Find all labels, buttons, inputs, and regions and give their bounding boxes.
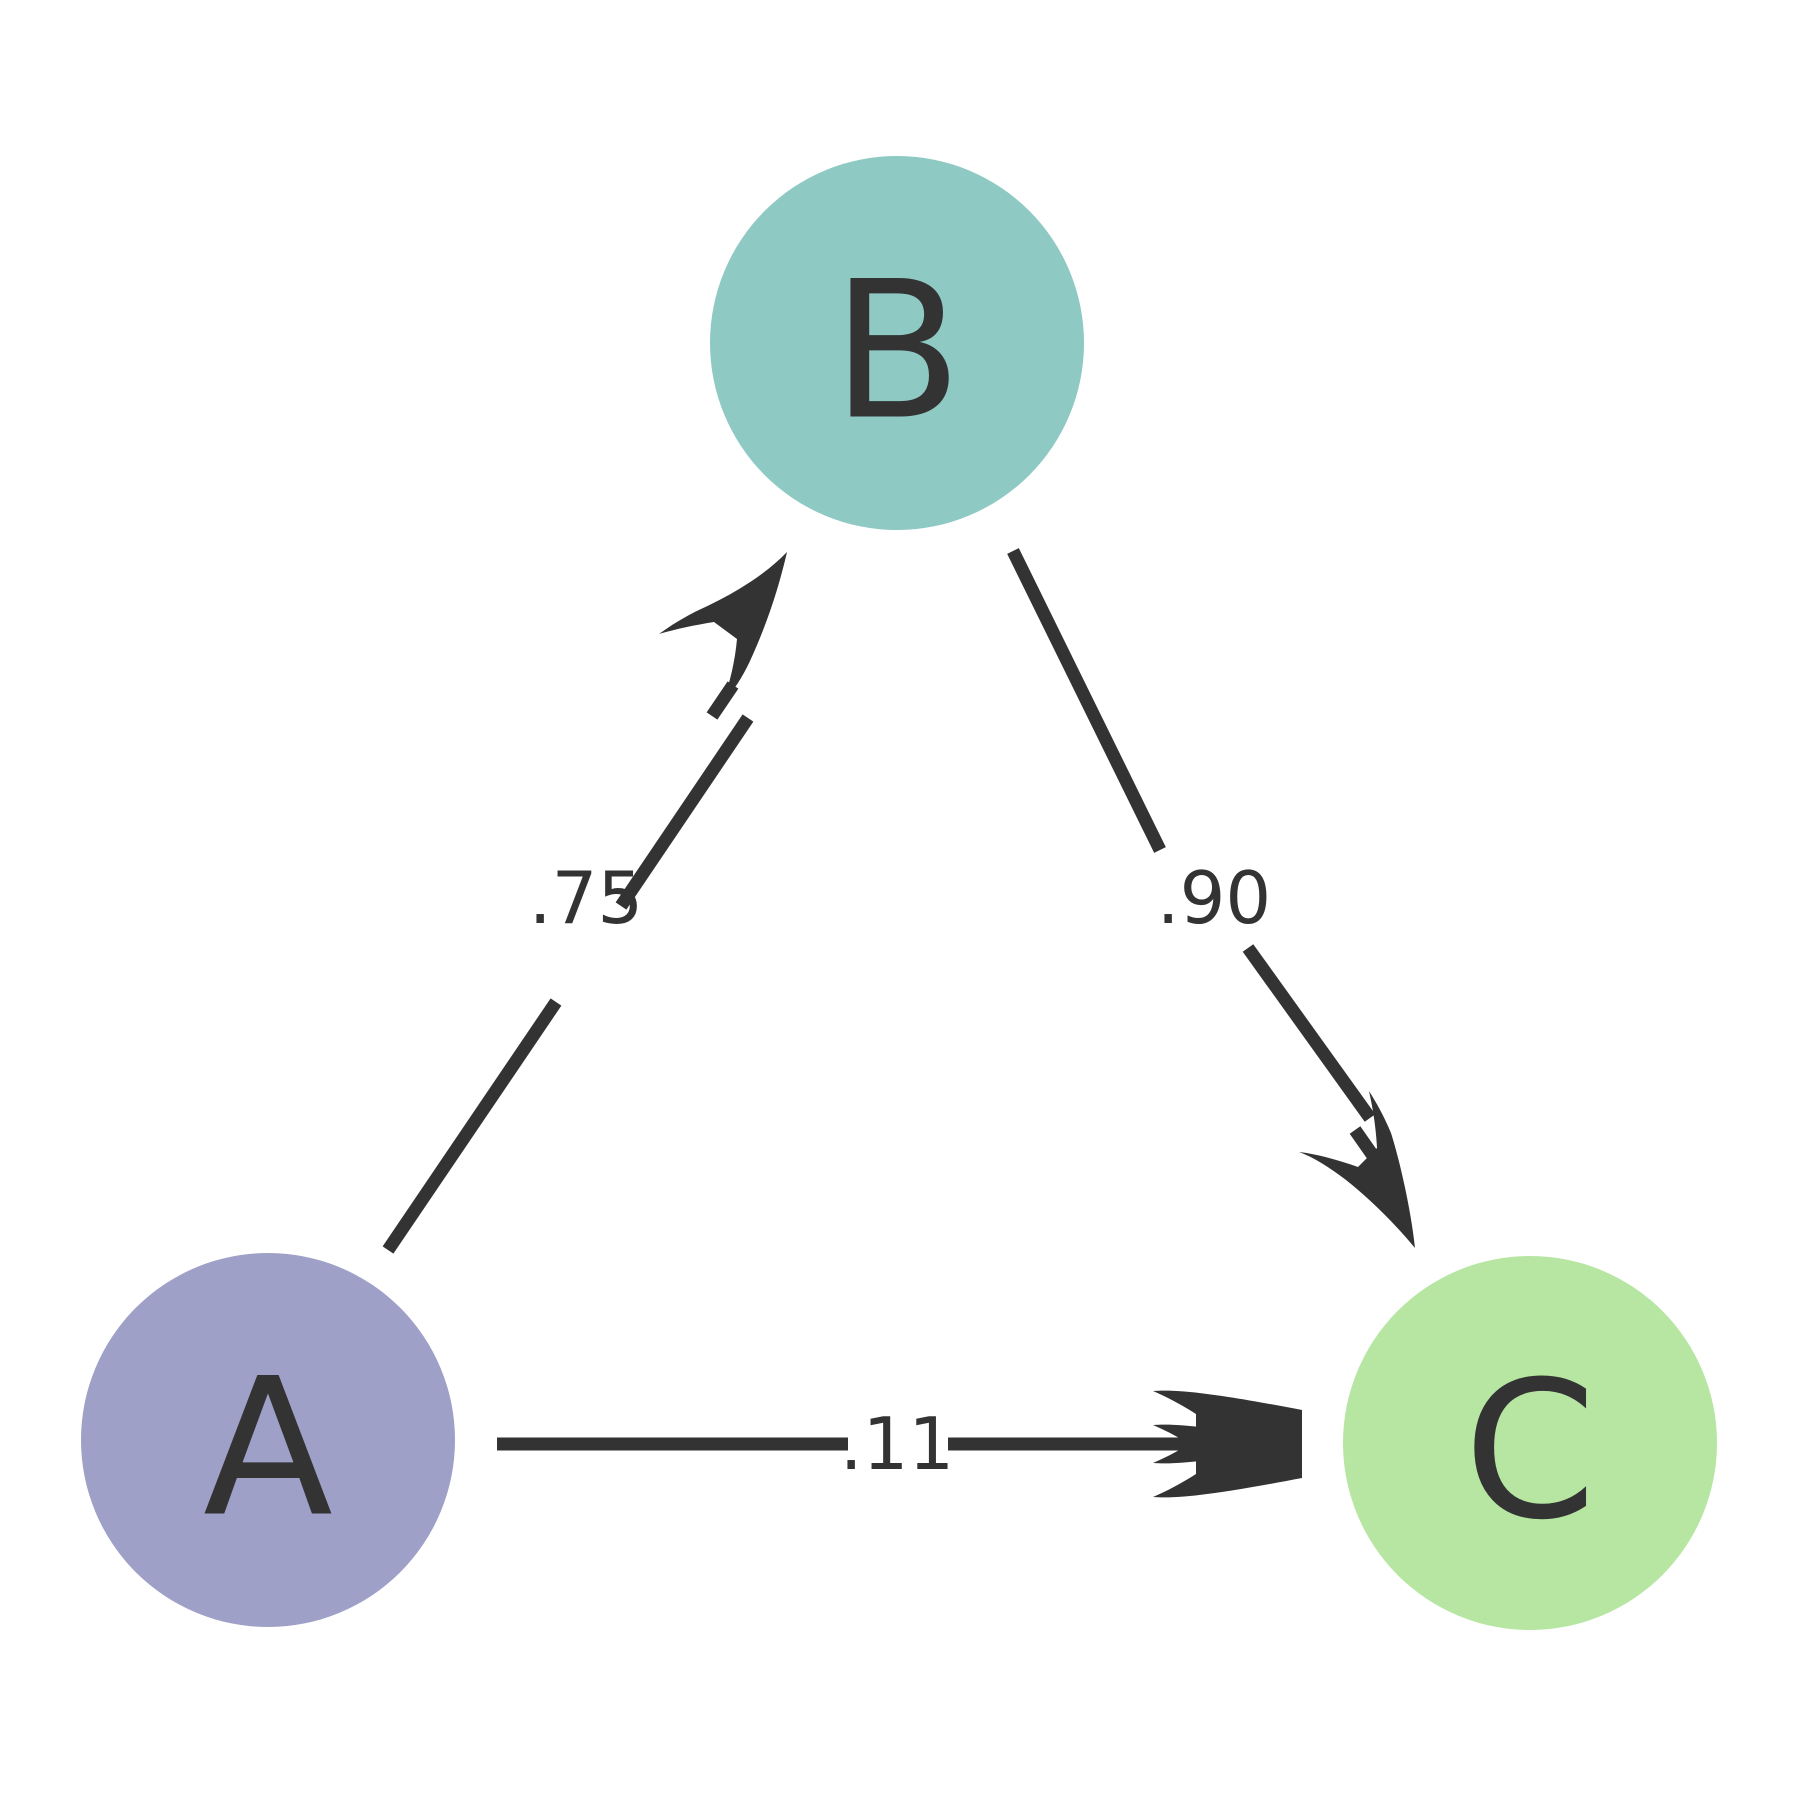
edge-b-to-c-line-lower xyxy=(1242,944,1376,1122)
edge-b-to-c-line xyxy=(1007,548,1166,853)
edge-a-to-c-arrowhead-mirror xyxy=(1153,1390,1302,1464)
node-c-label: C xyxy=(1464,1341,1597,1562)
edge-a-to-b-label: .75 xyxy=(529,856,644,940)
edge-a-to-b[interactable]: .75 xyxy=(382,552,787,1254)
edge-b-to-c-label: .90 xyxy=(1157,856,1272,940)
edge-a-to-b-line xyxy=(382,998,562,1254)
edge-b-to-c-line-tail xyxy=(1349,1126,1382,1164)
node-c[interactable]: C xyxy=(1343,1256,1717,1630)
edge-a-to-c[interactable]: .11 xyxy=(497,1390,1302,1498)
node-a-circle xyxy=(81,1253,455,1627)
node-b-label: B xyxy=(832,241,962,462)
node-a-label: A xyxy=(203,1338,333,1559)
edge-a-to-b-line-tail xyxy=(706,681,739,720)
node-b-circle xyxy=(710,156,1084,530)
edge-b-to-c[interactable]: .90 xyxy=(1007,548,1415,1248)
node-c-circle xyxy=(1343,1256,1717,1630)
edge-a-to-c-label: .11 xyxy=(840,1402,955,1486)
edge-a-to-b-arrowhead xyxy=(659,552,787,701)
edge-a-to-b-line-upper xyxy=(615,714,754,910)
node-a[interactable]: A xyxy=(81,1253,455,1627)
edge-b-to-c-arrowhead xyxy=(1299,1091,1415,1248)
node-b[interactable]: B xyxy=(710,156,1084,530)
